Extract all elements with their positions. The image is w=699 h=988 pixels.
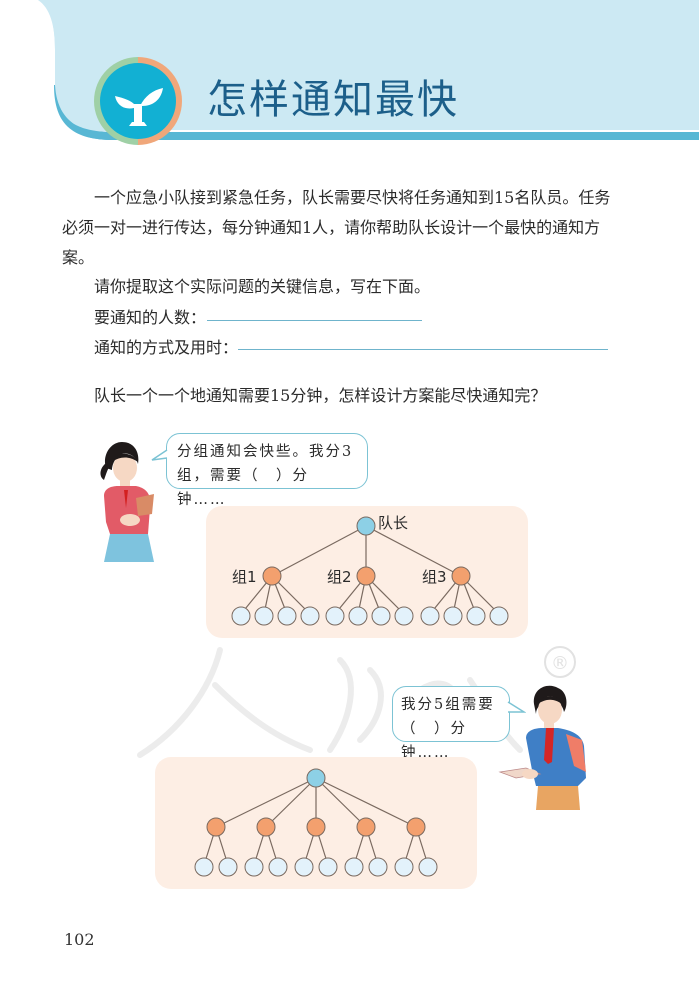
captain-label: 队长	[378, 514, 409, 532]
girl-bubble-line-1: 分组通知会快些。我分3	[177, 444, 354, 460]
boy-illustration	[498, 685, 586, 810]
tree-diagram-5-groups-graph	[194, 768, 438, 877]
girl-bubble-line-2: 组，需要（ ）分钟……	[177, 468, 309, 508]
girl-speech-bubble: 分组通知会快些。我分3 组，需要（ ）分钟……	[166, 433, 368, 508]
group-2-label: 组2	[327, 568, 352, 586]
people-count-label: 要通知的人数：	[94, 308, 207, 327]
tree-diagram-3-groups-graph	[231, 516, 509, 626]
boy-bubble-tail	[507, 701, 526, 713]
registered-mark: ®	[551, 653, 569, 674]
group-3-label: 组3	[422, 568, 447, 586]
header-band-curve	[0, 0, 120, 140]
sprout-icon	[94, 57, 182, 145]
group-1-label: 组1	[232, 568, 257, 586]
girl-illustration	[100, 442, 154, 562]
header-left-cutout	[0, 0, 50, 140]
prompt-text: 请你提取这个实际问题的关键信息，写在下面。	[94, 277, 431, 296]
method-time-label: 通知的方式及用时：	[94, 338, 239, 357]
girl-bubble-tail	[151, 449, 168, 461]
boy-speech-bubble: 我分5组需要 （ ）分钟……	[392, 686, 510, 761]
question-text: 队长一个一个地通知需要15分钟，怎样设计方案能尽快通知完？	[94, 386, 547, 405]
method-time-field[interactable]	[238, 333, 608, 361]
page-number: 102	[64, 930, 95, 949]
boy-bubble-line-1: 我分5组需要	[401, 697, 495, 713]
intro-paragraph: 一个应急小队接到紧急任务，队长需要尽快将任务通知到15名队员。任务必须一对一进行…	[62, 188, 611, 267]
people-count-field[interactable]	[207, 303, 422, 331]
page-title: 怎样通知最快	[207, 77, 459, 123]
